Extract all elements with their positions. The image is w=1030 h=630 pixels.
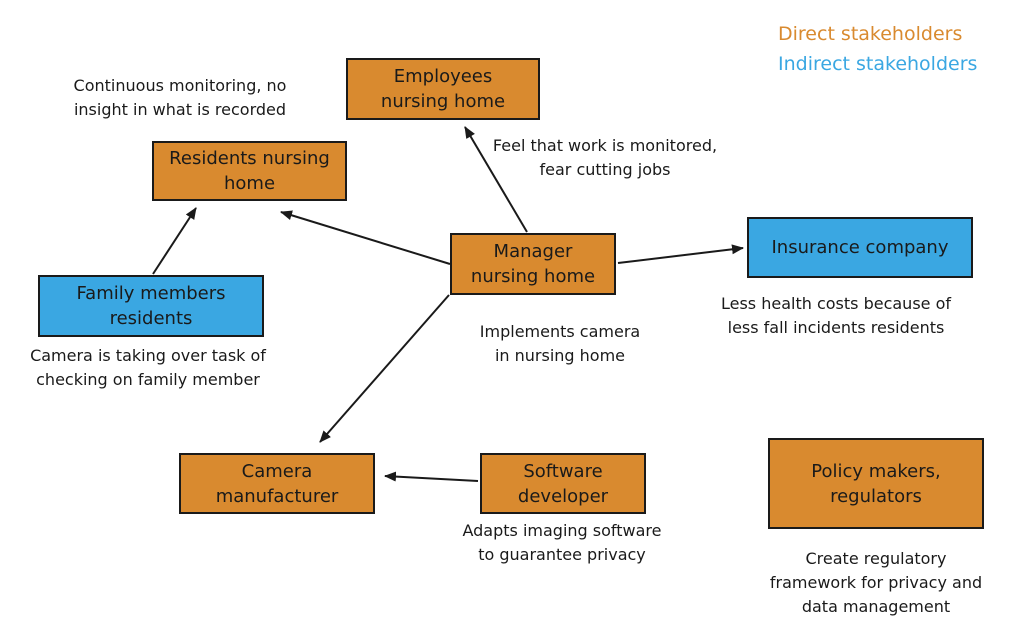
legend-indirect: Indirect stakeholders [778, 53, 978, 75]
note-employees: Feel that work is monitored, fear cuttin… [492, 136, 718, 179]
note-family: Camera is taking over task of checking o… [30, 346, 266, 389]
node-camera-manufacturer: Camera manufacturer [179, 453, 375, 514]
note-residents: Continuous monitoring, no insight in wha… [73, 76, 287, 119]
node-software-developer: Software developer [480, 453, 646, 514]
node-insurance-company: Insurance company [747, 217, 973, 278]
arrow-manager-to-camera [319, 294, 450, 443]
arrow-manager-to-residents [280, 210, 451, 265]
note-insurance: Less health costs because of less fall i… [720, 294, 951, 337]
node-policy-makers-regulators: Policy makers, regulators [768, 438, 984, 529]
node-family-members-residents: Family members residents [38, 275, 264, 337]
note-manager: Implements camera in nursing home [479, 322, 641, 365]
arrow-software-to-camera [384, 471, 479, 482]
arrow-family-to-residents [152, 207, 197, 275]
arrow-manager-to-employees [464, 126, 528, 233]
node-manager-nursing-home: Manager nursing home [450, 233, 616, 295]
note-software: Adapts imaging software to guarantee pri… [462, 521, 662, 564]
note-policy: Create regulatory framework for privacy … [769, 549, 983, 616]
node-employees-nursing-home: Employees nursing home [346, 58, 540, 120]
node-residents-nursing-home: Residents nursing home [152, 141, 347, 201]
arrow-manager-to-insurance [617, 244, 744, 264]
legend-direct: Direct stakeholders [778, 23, 963, 45]
